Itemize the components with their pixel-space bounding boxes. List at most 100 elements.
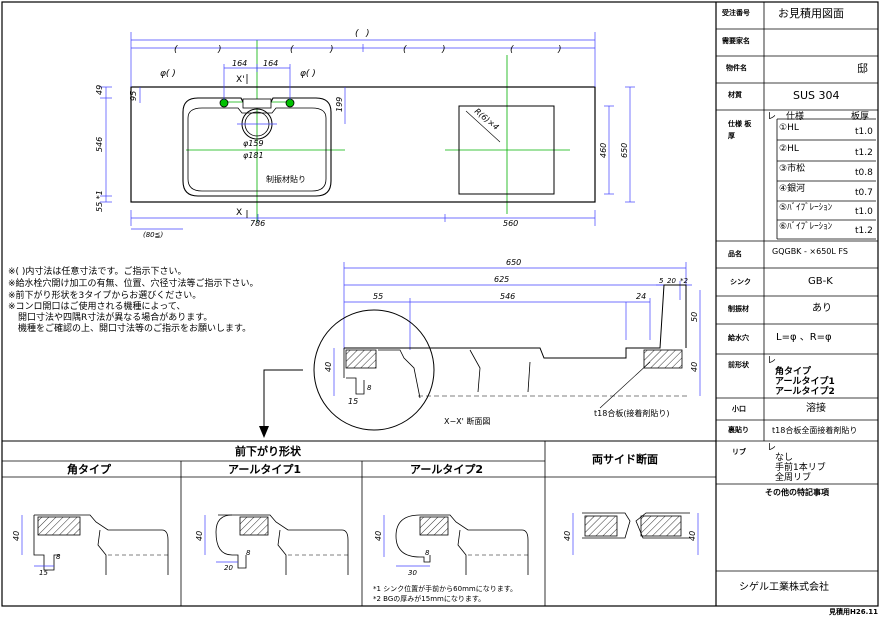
side-dim-right: 40 [688, 531, 697, 541]
front-shape-check: レ [767, 356, 777, 366]
note-4: ※コンロ開口はご使用される機種によって、 [8, 302, 186, 312]
dim-650: 650 [620, 143, 629, 158]
spec-thickness: t1.2 [855, 148, 873, 158]
dim-199: 199 [335, 97, 344, 112]
note-1: ※( )内寸法は任意寸法です。ご指示下さい。 [8, 267, 187, 277]
plan-view: X' X ( ) ( ) ( ) ( ) ( ) 164 164 φ( ) φ(… [95, 29, 635, 239]
side-dim-left: 40 [563, 531, 572, 541]
plywood-label: t18合板(接着剤貼り) [594, 408, 670, 418]
sheet-frame [1, 1, 879, 607]
type-kaku-title: 角タイプ [67, 463, 111, 476]
label-water-hole: 給水穴 [728, 334, 749, 342]
section-dim-15: 15 [348, 397, 358, 406]
front-shape-header: 前下がり形状 [235, 445, 301, 458]
dim-164-left: 164 [232, 59, 247, 68]
dim-top-paren: ) [557, 45, 562, 55]
section-dim-650: 650 [506, 258, 521, 267]
dim-786: 786 [250, 219, 265, 228]
front-shape-opt-3: アールタイプ2 [775, 387, 835, 397]
value-water-hole: L=φ 、R=φ [776, 332, 832, 343]
spec-header-thickness: 板厚 [851, 112, 870, 122]
faucet-hole-right-phi: φ( ) [300, 69, 316, 79]
section-dim-8: 8 [367, 384, 372, 392]
label-material: 材質 [728, 91, 742, 99]
dim-164-right: 164 [263, 59, 278, 68]
spec-name: ⑥ﾊﾞｲﾌﾞﾚｰｼｮﾝ [779, 222, 833, 232]
section-view: 650 625 5 20 *2 55 546 24 50 40 40 8 15 … [259, 258, 701, 438]
type-aru2-dim-s: 8 [425, 549, 430, 557]
company-name: シゲル工業株式会社 [739, 582, 829, 593]
bottom-panel-frame [2, 441, 716, 606]
type-kaku-dim-h: 40 [12, 531, 21, 541]
note-3: ※前下がり形状を3タイプからお選びください。 [8, 291, 202, 301]
spec-name: ③市松 [779, 164, 806, 174]
rib-opt-1: なし [775, 453, 794, 463]
label-edge: 小口 [732, 405, 746, 413]
dim-159: φ159 [243, 139, 264, 148]
dim-top-paren: ) [365, 29, 370, 39]
value-backing: t18合板全面接着剤貼り [772, 426, 858, 435]
dim-top-paren: ( [174, 45, 178, 55]
section-dim-2: *2 [680, 277, 689, 285]
dim-80: (80≦) [143, 231, 164, 239]
label-damper: 制振材 [728, 305, 749, 313]
type-kaku-dim-w: 15 [39, 569, 48, 577]
section-dim-625: 625 [494, 275, 509, 284]
front-shape-opt-1: 角タイプ [775, 367, 812, 377]
value-product: GQGBK - ×650L FS [772, 247, 848, 256]
faucet-hole-left-phi: φ( ) [160, 69, 176, 79]
type-aru2-drawing: 40 30 8 [374, 514, 530, 577]
type-aru1-dim-s: 8 [246, 549, 251, 557]
label-rib: リブ [732, 448, 746, 456]
spec-name: ⑤ﾊﾞｲﾌﾞﾚｰｼｮﾝ [779, 203, 833, 213]
value-edge: 溶接 [806, 403, 826, 414]
front-shape-opt-2: アールタイプ1 [775, 377, 835, 387]
note-5: 開口寸法や四隅R寸法が異なる場合があります。 [18, 313, 213, 323]
doc-code: 見積用H26.11 [829, 608, 878, 616]
label-property: 物件名 [726, 64, 747, 72]
rib-opt-3: 全周リブ [775, 473, 812, 483]
label-spec: 仕様 板厚 [728, 120, 752, 140]
label-front-shape: 前形状 [728, 361, 749, 369]
label-customer: 需要家名 [722, 37, 750, 45]
spec-thickness: t1.0 [855, 207, 873, 217]
title-block-grid [716, 2, 878, 572]
dim-181: φ181 [243, 151, 264, 160]
type-kaku-drawing: 40 15 8 [12, 514, 170, 577]
section-dim-55: 55 [373, 292, 383, 301]
rib-check: レ [767, 443, 777, 453]
section-dim-40-right: 40 [690, 362, 699, 372]
side-section-title: 両サイド断面 [592, 453, 658, 466]
dim-55: 55 *1 [95, 190, 104, 212]
note-6: 機種をご確認の上、開口寸法等のご指示をお願いします。 [18, 324, 252, 334]
type-aru1-dim-h: 40 [195, 531, 204, 541]
value-property: 邸 [857, 62, 868, 75]
dim-49: 49 [95, 85, 104, 95]
type-aru2-dim-w: 30 [408, 569, 417, 577]
value-damper: あり [812, 303, 832, 314]
section-dim-40-left: 40 [324, 362, 333, 372]
dim-top-paren: ) [329, 45, 334, 55]
label-backing: 裏貼り [728, 426, 749, 434]
spec-name: ④銀河 [779, 184, 806, 194]
value-sink: GB-K [808, 276, 833, 287]
dim-546: 546 [95, 137, 104, 152]
type-aru1-title: アールタイプ1 [228, 463, 301, 476]
dim-top-paren: ( [403, 45, 407, 55]
dim-top-paren: ) [217, 45, 222, 55]
dim-top-paren: ( [510, 45, 514, 55]
type-kaku-dim-s: 8 [56, 553, 61, 561]
dim-95: 95 [129, 91, 138, 101]
section-title: X−X' 断面図 [444, 416, 490, 426]
section-mark-top: X' [236, 75, 245, 85]
section-dim-5: 5 [659, 277, 664, 285]
spec-thickness: t1.0 [855, 127, 873, 137]
footnote-1: *1 シンク位置が手前から60mmになります。 [373, 585, 518, 593]
section-mark-bottom: X [236, 208, 242, 218]
spec-name: ①HL [779, 123, 799, 133]
label-sink: シンク [730, 278, 751, 286]
type-aru2-dim-h: 40 [374, 531, 383, 541]
label-order-no: 受注番号 [722, 9, 750, 17]
note-2: ※給水栓穴開け加工の有無、位置、穴径寸法等ご指示下さい。 [8, 279, 259, 289]
